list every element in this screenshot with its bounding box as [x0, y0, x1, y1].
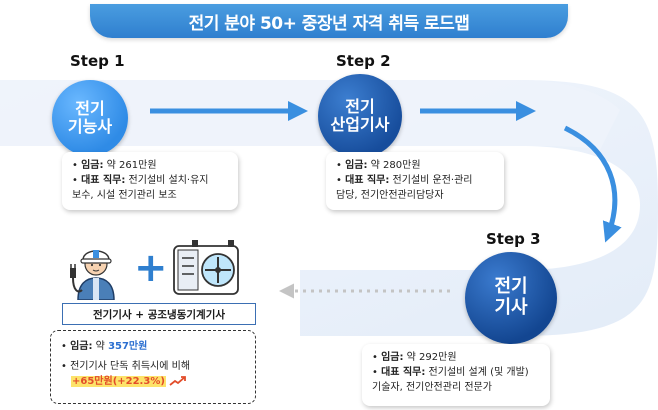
combo-salary-prefix: 약	[95, 341, 105, 352]
step3-salary: 약 292만원	[406, 352, 457, 363]
step3-salary-row: • 임금: 약 292만원	[372, 352, 457, 363]
worker-icon	[70, 250, 115, 300]
step1-name-line1: 전기	[75, 98, 105, 118]
step2-duty-row: • 대표 직무: 전기설비 운전·관리	[336, 175, 473, 186]
step2-circle: 전기 산업기사	[318, 74, 402, 158]
step3-name-line2: 기사	[494, 297, 528, 318]
step1-duty-line1: 전기설비 설치·유지	[128, 175, 209, 186]
step1-circle: 전기 기능사	[52, 80, 128, 156]
road-path-top	[0, 80, 620, 150]
title-banner: 전기 분야 50+ 중장년 자격 취득 로드맵	[90, 4, 568, 38]
step1-salary: 약 261만원	[106, 160, 157, 171]
step1-salary-label: 임금:	[81, 160, 104, 171]
step1-duty-label: 대표 직무:	[81, 175, 126, 186]
step2-label: Step 2	[336, 52, 391, 70]
step3-duty-line1: 전기설비 설계 (및 개발)	[428, 367, 529, 378]
step1-salary-row: • 임금: 약 261만원	[72, 160, 157, 171]
step2-name-line2: 산업기사	[330, 115, 390, 134]
combo-info-box: • 임금: 약 357만원 • 전기기사 단독 취득시에 비해 +65만원(+2…	[50, 330, 256, 404]
step3-circle: 전기 기사	[465, 252, 557, 344]
combo-salary-value: 357만원	[108, 341, 148, 352]
step1-duty-line2: 보수, 시설 전기관리 보조	[72, 190, 177, 201]
combo-increase-row: +65만원(+22.3%)	[61, 374, 245, 389]
step3-label: Step 3	[486, 230, 541, 248]
trend-up-icon	[169, 376, 187, 386]
step1-info-box: • 임금: 약 261만원 • 대표 직무: 전기설비 설치·유지 보수, 시설…	[62, 152, 238, 210]
combo-increase: +65만원(+22.3%)	[71, 376, 166, 387]
arrow-curve-to-step3	[563, 125, 622, 243]
step1-name-line2: 기능사	[67, 117, 113, 136]
combo-label: 전기기사 + 공조냉동기계기사	[62, 303, 256, 325]
step2-duty-line1: 전기설비 운전·관리	[392, 175, 473, 186]
combo-compare-text: 전기기사 단독 취득시에 비해	[70, 361, 191, 372]
step1-label: Step 1	[70, 52, 125, 70]
step2-name-line1: 전기	[345, 96, 375, 116]
step2-salary-row: • 임금: 약 280만원	[336, 160, 421, 171]
step2-salary: 약 280만원	[370, 160, 421, 171]
step2-info-box: • 임금: 약 280만원 • 대표 직무: 전기설비 운전·관리 담당, 전기…	[326, 152, 504, 210]
step2-duty-line2: 담당, 전기안전관리담당자	[336, 190, 444, 201]
step3-duty-label: 대표 직무:	[381, 367, 426, 378]
step1-duty-row: • 대표 직무: 전기설비 설치·유지	[72, 175, 209, 186]
combo-salary-label: 임금:	[70, 341, 93, 352]
step3-salary-label: 임금:	[381, 352, 404, 363]
combo-salary-row: • 임금: 약 357만원	[61, 341, 148, 352]
step3-name-line1: 전기	[494, 276, 528, 298]
step2-duty-label: 대표 직무:	[345, 175, 390, 186]
hvac-unit-icon	[173, 240, 239, 295]
combo-compare-line: • 전기기사 단독 취득시에 비해	[61, 361, 191, 372]
step2-salary-label: 임금:	[345, 160, 368, 171]
plus-icon: +	[134, 245, 168, 291]
page-title: 전기 분야 50+ 중장년 자격 취득 로드맵	[188, 13, 470, 34]
step3-info-box: • 임금: 약 292만원 • 대표 직무: 전기설비 설계 (및 개발) 기술…	[362, 344, 550, 406]
step3-duty-row: • 대표 직무: 전기설비 설계 (및 개발)	[372, 367, 529, 378]
step3-duty-line2: 기술자, 전기안전관리 전문가	[372, 382, 492, 393]
